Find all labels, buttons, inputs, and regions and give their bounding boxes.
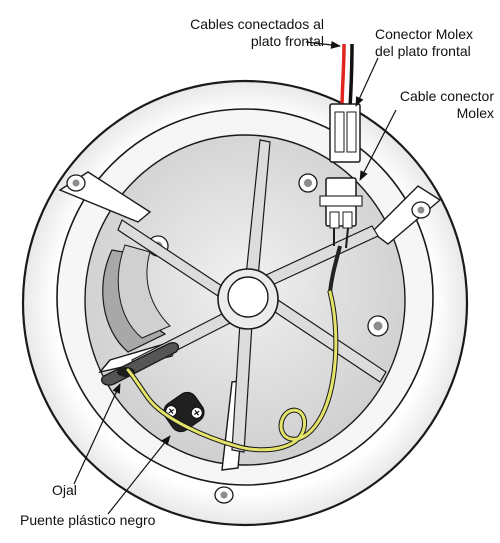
label-line: Cables conectados al xyxy=(190,16,324,32)
label-line: del plato frontal xyxy=(375,43,471,59)
arrow-molex-cable xyxy=(359,109,397,181)
arrow-cables-plate xyxy=(305,40,341,49)
label-molex-plate: Conector Molex del plato frontal xyxy=(375,26,473,60)
cable-dark xyxy=(328,245,342,293)
label-grommet: Ojal xyxy=(52,482,77,498)
fan-blades xyxy=(117,139,387,453)
wire-red xyxy=(340,43,346,109)
label-line: Cable conector xyxy=(399,88,494,104)
arrow-bridge xyxy=(107,435,171,515)
label-line: plato frontal xyxy=(250,33,324,49)
molex-cable-connector xyxy=(319,177,363,249)
wire-black xyxy=(348,43,354,109)
molex-plate-connector xyxy=(329,103,361,163)
label-plastic-bridge: Puente plástico negro xyxy=(20,512,156,528)
label-line: Conector Molex xyxy=(375,26,474,42)
left-wall-inner xyxy=(117,244,171,339)
fan-hub-inner xyxy=(227,276,269,318)
label-molex-cable: Cable conector Molex xyxy=(392,88,494,122)
label-cables-plate: Cables conectados al plato frontal xyxy=(152,16,324,50)
arrow-grommet xyxy=(73,383,121,485)
arrow-molex-plate xyxy=(355,57,379,107)
label-line: Molex xyxy=(456,105,494,121)
